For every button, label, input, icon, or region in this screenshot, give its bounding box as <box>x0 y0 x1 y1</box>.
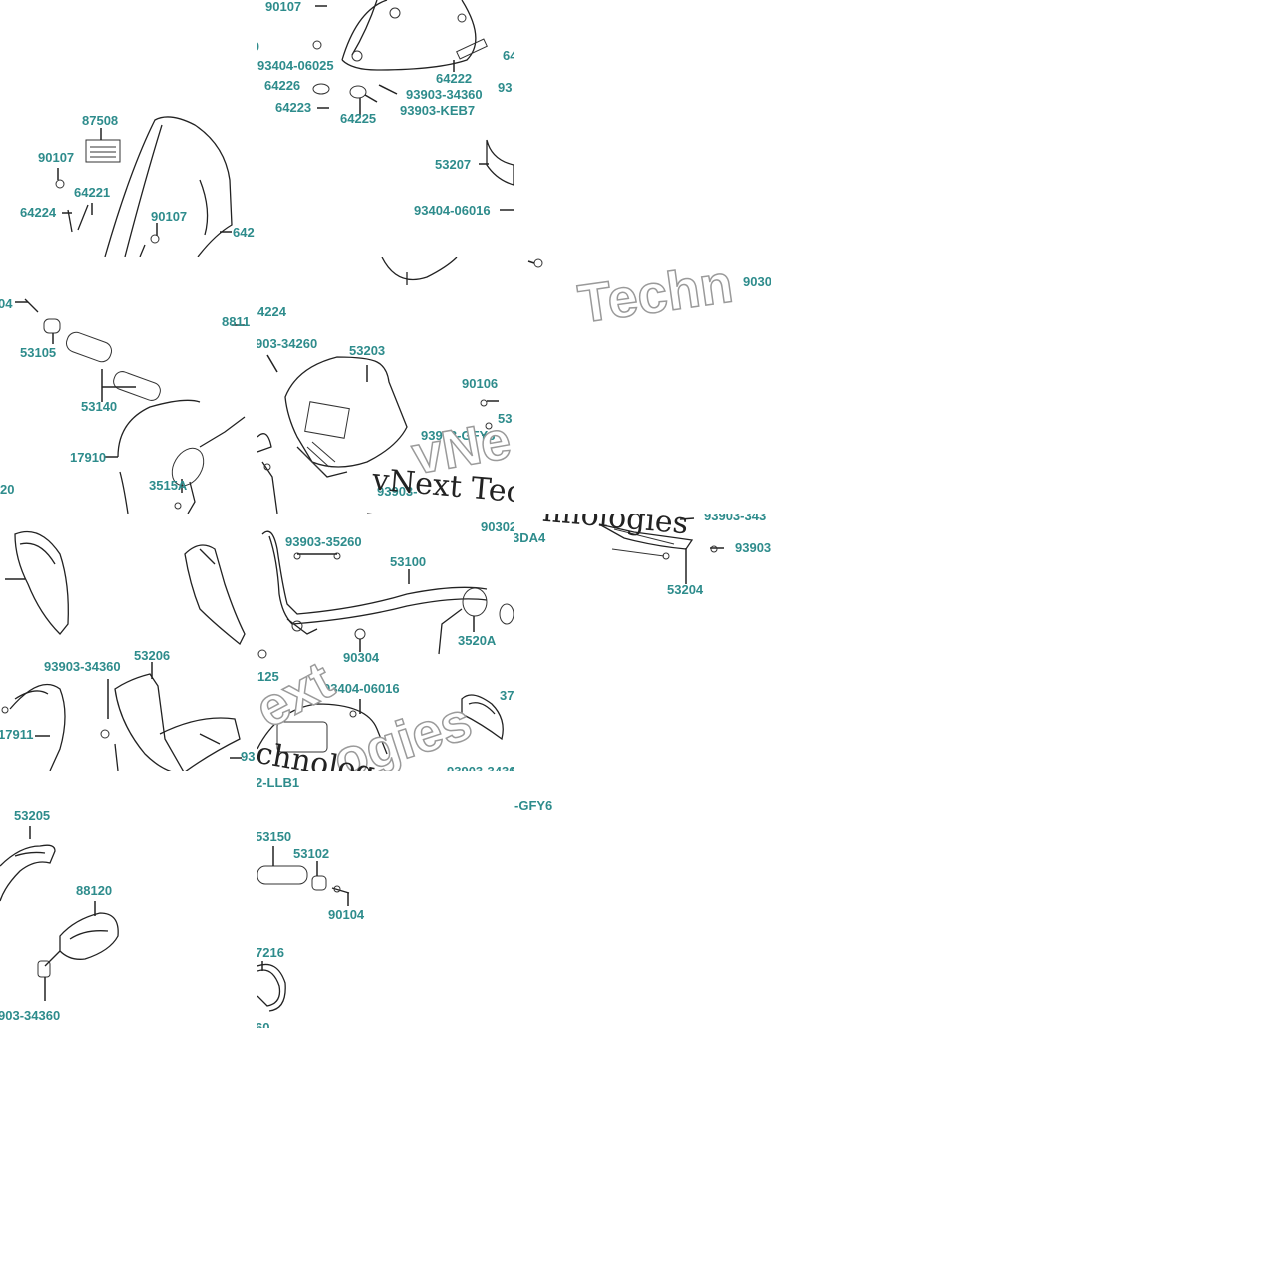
part-label: 53100 <box>390 554 427 569</box>
part-label: 53105 <box>20 345 57 360</box>
part-label: 8811 <box>222 314 251 329</box>
diagram-tile-label-strip: -GFY6 <box>514 771 771 811</box>
part-label: 93903 <box>735 540 771 555</box>
part-label: 88120 <box>76 883 113 898</box>
part-label: 64221 <box>74 185 111 200</box>
part-label: 2-LLB1 <box>257 775 300 790</box>
diagram-tile-front-cover: 93903-34360 53206 17911 93 <box>0 514 257 771</box>
part-label: 17910 <box>70 450 107 465</box>
part-label: 53102 <box>293 846 330 861</box>
diagram-tile-meter-cover: 4224 903-34260 53203 90106 93903-GFY6 53… <box>257 257 514 514</box>
meter-cover-drawing <box>257 257 502 514</box>
diagram-tile-watermark: 9030 Techn <box>514 257 771 514</box>
part-label: 3520A <box>458 633 497 648</box>
part-label: 9010 <box>257 40 259 54</box>
part-label: 60 <box>511 765 514 772</box>
part-label: 53150 <box>257 829 292 844</box>
part-label: 93903-35260 <box>285 534 362 549</box>
part-label: 53206 <box>134 648 171 663</box>
part-label: 87508 <box>82 113 119 128</box>
part-label: 3515A <box>149 478 188 493</box>
part-label: 53 <box>498 411 513 426</box>
part-label: 53204 <box>667 582 704 597</box>
grip-right-drawing <box>257 846 350 1012</box>
diagram-tile-handle-cover-rear: 3DA4 53204 93903 93903-343 hnologies <box>514 514 771 771</box>
part-label: 93903-GFY6 <box>421 428 496 443</box>
diagram-tile-mirror: 53205 88120 903-34360 <box>0 771 257 1028</box>
part-label: 20 <box>0 482 15 497</box>
part-label: 04 <box>0 296 13 311</box>
part-label: 64223 <box>275 100 312 115</box>
part-label: 90104 <box>328 907 365 922</box>
part-label: 93404-06016 <box>323 681 400 696</box>
part-label: 90107 <box>265 0 302 14</box>
handlebar-drawing <box>257 530 514 755</box>
part-label: 64222 <box>436 71 473 86</box>
part-label: 90106 <box>462 376 499 391</box>
part-label: 903-34260 <box>257 336 318 351</box>
part-label: 7216 <box>257 945 284 960</box>
part-label: 64226 <box>264 78 301 93</box>
part-label: 90107 <box>38 150 75 165</box>
part-label: 93903- <box>377 484 418 499</box>
part-label: 93903-3436 <box>447 765 514 772</box>
part-label: 37 <box>500 688 514 703</box>
part-label: 93903-34360 <box>406 87 483 102</box>
part-label: 17911 <box>0 727 34 742</box>
part-label: 4224 <box>257 304 286 319</box>
part-label: 53207 <box>435 157 472 172</box>
part-label: 90304 <box>343 650 380 665</box>
part-label: 93404-06025 <box>257 58 334 73</box>
front-cover-drawing <box>1 530 246 771</box>
part-label: 9030 <box>743 274 771 289</box>
part-label: 93 <box>498 80 513 95</box>
part-label: 93903-34360 <box>44 659 121 674</box>
mirror-drawing <box>0 826 119 1001</box>
windshield-drawing <box>55 116 233 257</box>
diagram-tile-grips: 04 53105 53140 17910 3515A 20 8811 <box>0 257 257 514</box>
part-label: 64 <box>503 48 514 63</box>
part-label: 642 <box>233 225 255 240</box>
part-label: 93 <box>241 749 256 764</box>
diagram-tile-windshield: 87508 90107 64221 64224 90107 642 <box>0 0 257 257</box>
part-label: 60 <box>257 1020 270 1029</box>
part-label: 90107 <box>151 209 188 224</box>
diagram-tile-grip-right: 2-LLB1 53150 53102 90104 7216 60 <box>257 771 514 1028</box>
part-label: 93903-343 <box>704 514 767 523</box>
grips-drawing <box>15 298 246 514</box>
part-label: -GFY6 <box>514 798 553 812</box>
part-label: 3DA4 <box>514 530 546 545</box>
diagram-tile-handlebar: 93903-35260 53100 90304 3520A 125 93404-… <box>257 514 514 771</box>
part-label: 64224 <box>20 205 57 220</box>
part-label: 93903-KEB7 <box>400 103 476 118</box>
part-label: 903-34360 <box>0 1008 61 1023</box>
part-label: 53140 <box>81 399 118 414</box>
part-label: 53205 <box>14 808 51 823</box>
part-label: 90302 <box>481 519 514 534</box>
handle-cover-rear-drawing <box>598 517 724 584</box>
part-label: 64225 <box>340 111 377 126</box>
part-label: 125 <box>257 669 279 684</box>
bolt-drawing <box>527 258 543 268</box>
diagram-tile-windshield-bracket: 90107 9010 93404-06025 64226 64223 64225… <box>257 0 514 257</box>
windshield-bracket-drawing <box>312 0 514 211</box>
part-label: 53203 <box>349 343 386 358</box>
part-label: 93404-06016 <box>414 203 491 218</box>
